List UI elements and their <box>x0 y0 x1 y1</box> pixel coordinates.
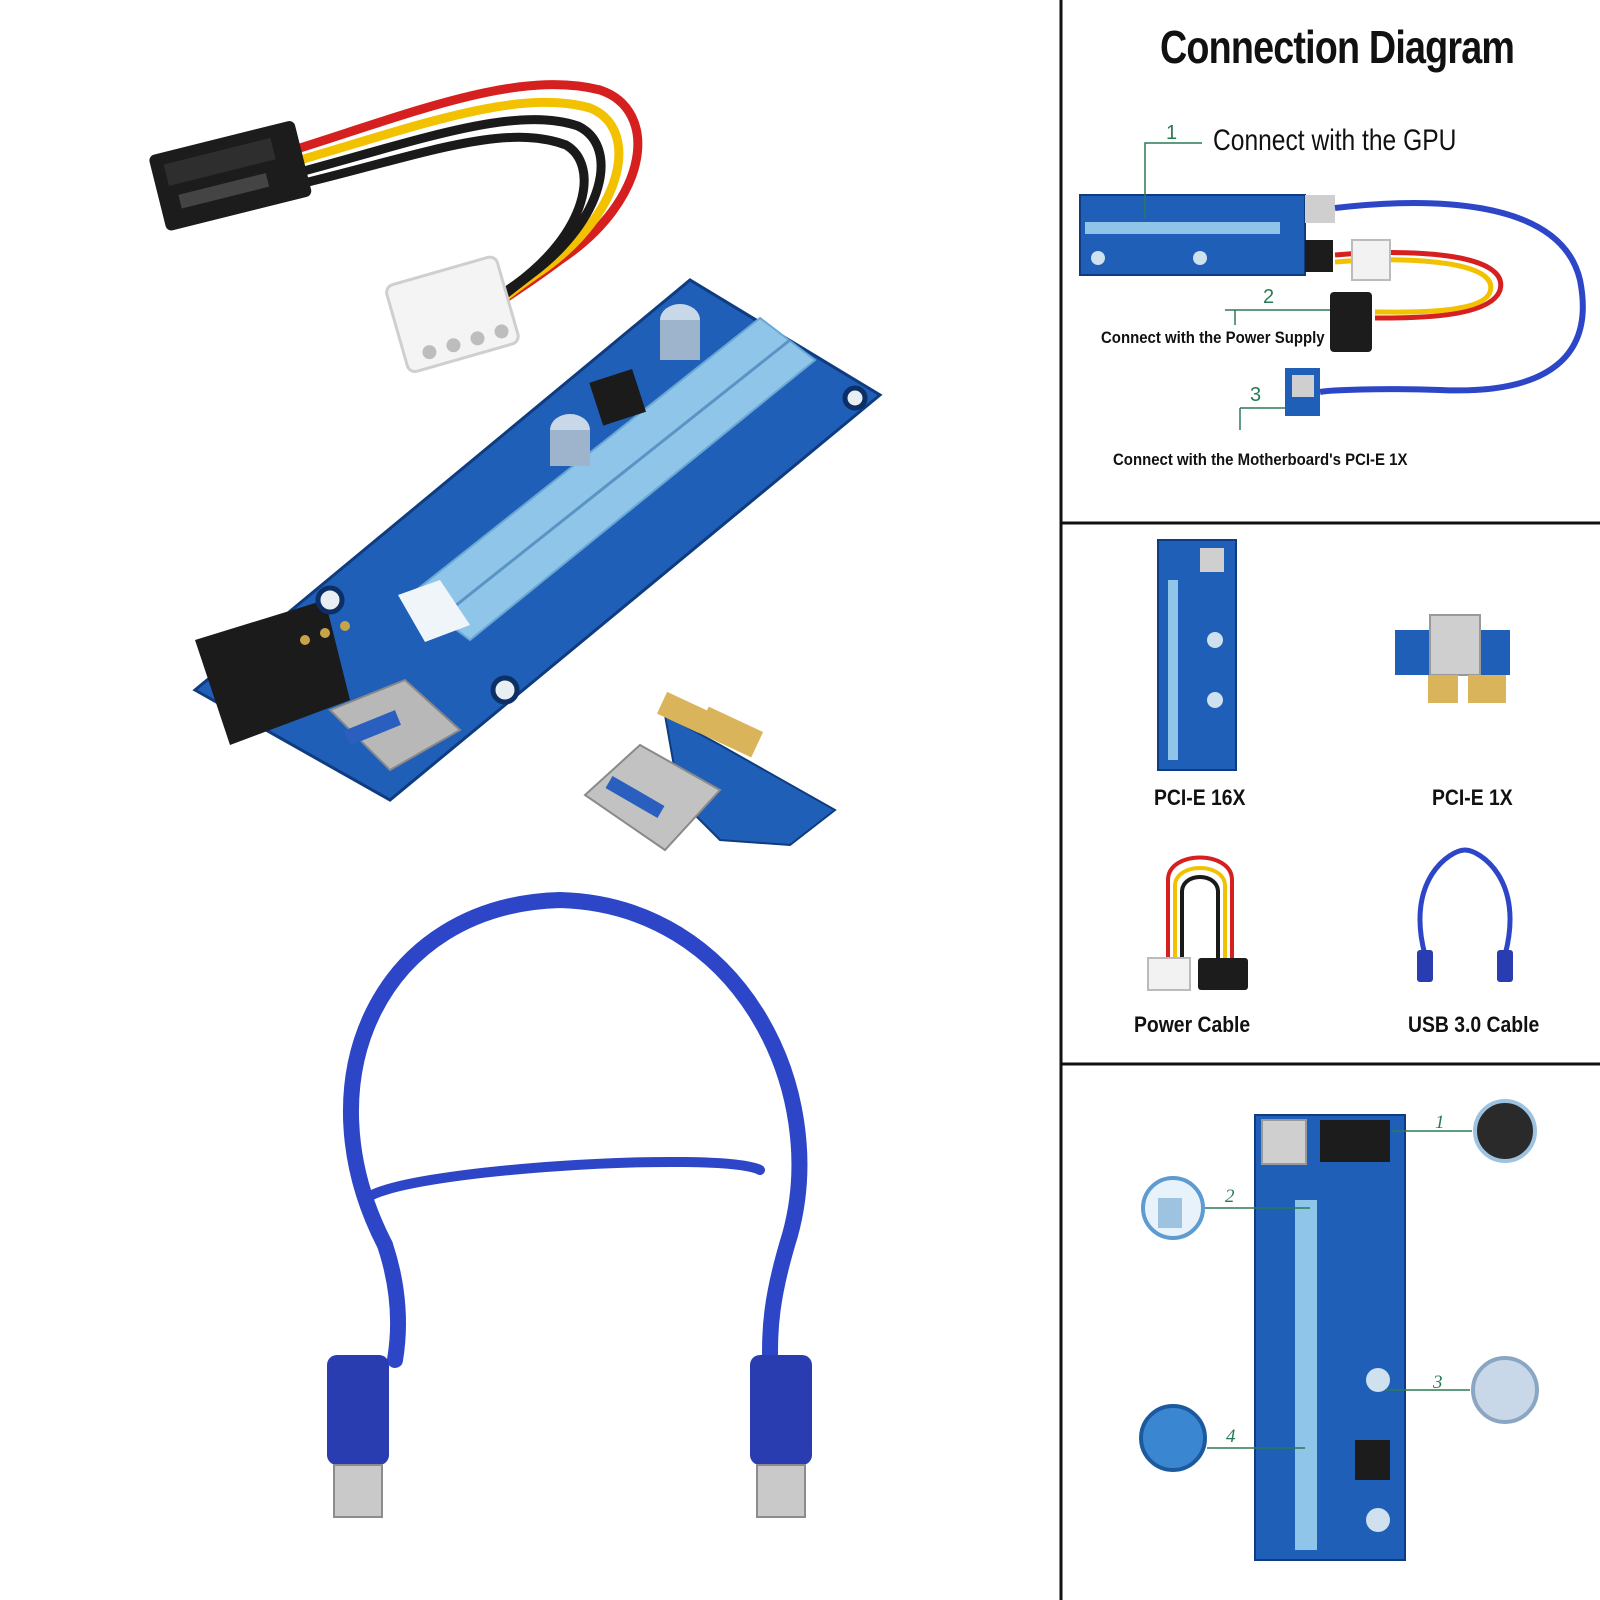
usb-cable-photo <box>343 891 808 1368</box>
diagram-title: Connection Diagram <box>1160 21 1515 73</box>
caption-power-cable: Power Cable <box>1134 1012 1251 1037</box>
detail-callout-3: 3 <box>1433 1372 1443 1393</box>
detail-zoom-circles <box>1139 1099 1539 1472</box>
caption-pcie-1x: PCI-E 1X <box>1432 785 1513 810</box>
diagram-cables <box>1319 200 1586 395</box>
step-number-3: 3 <box>1250 384 1262 406</box>
pcie-16x-board-photo <box>192 278 883 802</box>
thumb-usb-cable <box>1417 847 1513 982</box>
diagram-riser-board <box>1079 194 1335 276</box>
detail-callout-1: 1 <box>1435 1112 1445 1133</box>
power-cable-photo <box>149 80 643 374</box>
step-label-power-supply: Connect with the Power Supply <box>1101 328 1325 347</box>
detail-leader-lines <box>1205 1130 1472 1449</box>
panel-dividers <box>1059 0 1600 1600</box>
step-number-2: 2 <box>1263 286 1275 308</box>
detail-callout-4: 4 <box>1226 1426 1236 1447</box>
step-label-motherboard: Connect with the Motherboard's PCI-E 1X <box>1113 450 1408 469</box>
thumb-power-connectors <box>1147 957 1248 991</box>
caption-usb-cable: USB 3.0 Cable <box>1408 1012 1540 1037</box>
step-label-gpu: Connect with the GPU <box>1213 124 1457 157</box>
detail-board <box>1254 1114 1406 1561</box>
caption-pcie-16x: PCI-E 16X <box>1154 785 1246 810</box>
step-number-1: 1 <box>1166 122 1178 144</box>
thumb-pcie-1x <box>1395 614 1510 703</box>
detail-callout-2: 2 <box>1225 1186 1235 1207</box>
thumb-pcie-16x <box>1157 539 1237 771</box>
diagram-leader-lines <box>1144 142 1330 430</box>
thumb-power-cable <box>1166 855 1234 960</box>
pcie-1x-card-photo <box>583 691 837 852</box>
diagram-connectors <box>1285 239 1391 416</box>
usb-plugs-photo <box>327 1355 812 1518</box>
